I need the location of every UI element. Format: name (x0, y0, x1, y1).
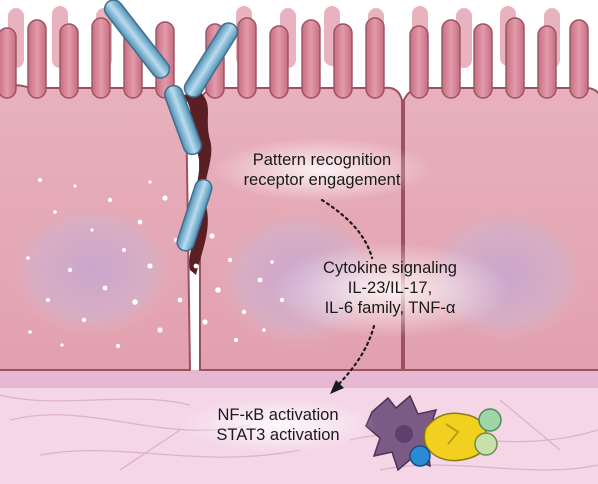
lymphocyte-blue (409, 445, 431, 467)
signal-particles (26, 178, 285, 349)
y-shaped-bacteria (103, 0, 239, 156)
pattern-recognition-label: Pattern recognition receptor engagement (222, 150, 422, 190)
rod-bacterium (176, 178, 213, 252)
label-glow-activation (178, 397, 378, 453)
nucleus-left (6, 200, 178, 340)
dendritic-nucleus (395, 425, 413, 443)
immune-cells (365, 394, 502, 472)
cytokine-line-3: IL-6 family, TNF-α (324, 299, 456, 317)
basement-membrane (0, 370, 598, 388)
activation-line-2: STAT3 activation (216, 426, 340, 444)
prr-line-2: receptor engagement (243, 171, 401, 189)
label-glow-cytokine (270, 242, 510, 338)
signal-arrow (320, 198, 376, 394)
activation-line-1: NF-κB activation (217, 406, 339, 424)
prr-line-1: Pattern recognition (252, 151, 392, 169)
lymphocyte-green (478, 408, 502, 432)
microvilli-front (0, 17, 589, 99)
lymphocyte-lightgreen (474, 432, 498, 456)
activation-label: NF-κB activation STAT3 activation (188, 405, 368, 445)
label-glow-prr (212, 138, 432, 202)
cytokine-line-1: Cytokine signaling (323, 259, 457, 277)
cytokine-line-2: IL-23/IL-17, (347, 279, 433, 297)
arrowhead-icon (330, 380, 344, 394)
cytokine-signaling-label: Cytokine signaling IL-23/IL-17, IL-6 fam… (285, 258, 495, 318)
